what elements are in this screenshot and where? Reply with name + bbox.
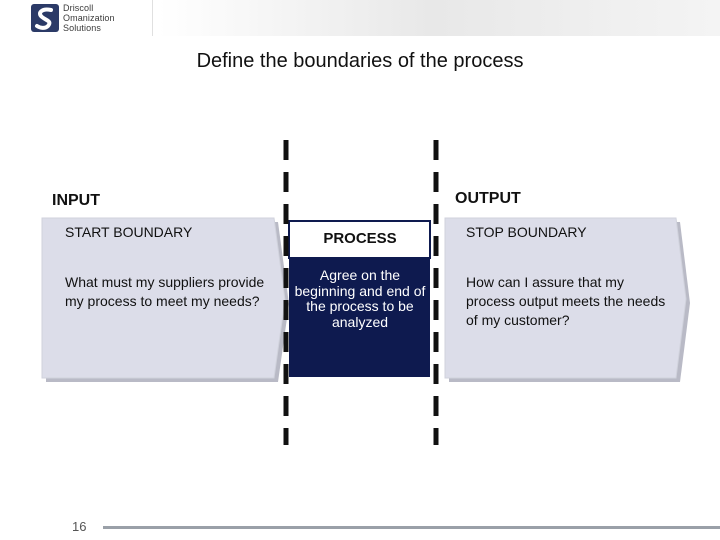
logo: Driscoll Omanization Solutions bbox=[0, 0, 153, 36]
process-text: Agree on the beginning and end of the pr… bbox=[294, 267, 426, 330]
process-box bbox=[289, 257, 430, 377]
input-label: INPUT bbox=[52, 192, 100, 209]
s-logo-icon bbox=[31, 4, 59, 32]
stop-boundary-heading: STOP BOUNDARY bbox=[466, 224, 587, 240]
process-heading: PROCESS bbox=[323, 230, 397, 247]
stop-boundary-box bbox=[444, 217, 687, 379]
logo-text: Driscoll Omanization Solutions bbox=[63, 3, 115, 33]
page-number: 16 bbox=[72, 519, 87, 534]
footer-rule bbox=[103, 526, 720, 529]
stop-boundary-text: How can I assure that my process output … bbox=[466, 274, 666, 328]
start-boundary-box bbox=[41, 217, 286, 379]
start-boundary-text: What must my suppliers provide my proces… bbox=[65, 274, 265, 309]
slide-title: Define the boundaries of the process bbox=[196, 50, 524, 72]
start-boundary-heading: START BOUNDARY bbox=[65, 224, 193, 240]
output-label: OUTPUT bbox=[455, 190, 521, 207]
